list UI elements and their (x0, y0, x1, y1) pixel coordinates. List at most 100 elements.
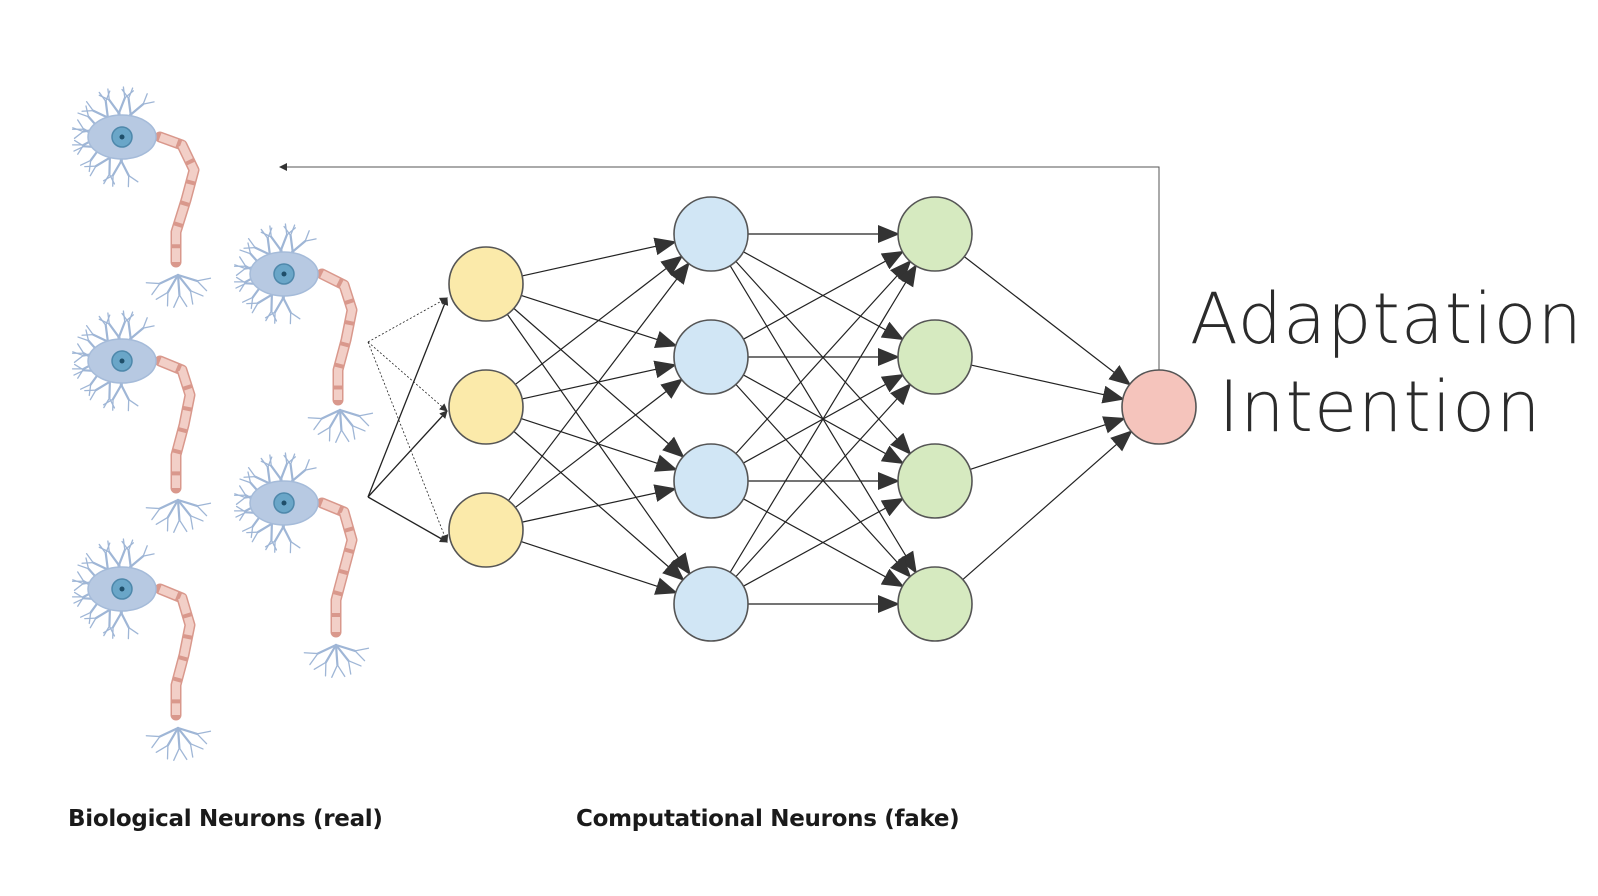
dendrite (336, 664, 346, 678)
dendrite (77, 336, 90, 342)
dendrite (196, 505, 208, 517)
dendrite (120, 159, 130, 177)
dendrite (282, 525, 292, 543)
axon-myelin (158, 133, 199, 262)
dendrite (124, 542, 134, 551)
dendrite (338, 408, 354, 427)
dendrite (142, 545, 148, 557)
dendrite (270, 235, 283, 252)
dendrite (107, 540, 110, 553)
node-layer0-0 (448, 246, 524, 322)
dendrite (290, 311, 301, 320)
dendrite (289, 224, 296, 237)
dendrite (354, 647, 370, 652)
edge-l2-1-0 (970, 364, 1125, 404)
dendrite (291, 240, 307, 253)
dendrite (331, 664, 339, 678)
node-layer0-1 (448, 369, 524, 445)
dendrite (273, 296, 285, 314)
dendrite (334, 643, 339, 667)
dendrite (77, 596, 85, 607)
dendrite (309, 652, 319, 666)
dendrite (158, 273, 180, 285)
feedback-loop (279, 163, 1160, 370)
dendrite (189, 743, 194, 758)
dendrite (334, 643, 350, 662)
dendrite (176, 498, 192, 517)
dendrite (127, 87, 134, 100)
dendrite (151, 282, 161, 296)
dendrite (107, 88, 110, 101)
dendrite (358, 415, 370, 427)
edge-l2-2-0 (969, 416, 1126, 470)
dendrite (176, 498, 199, 508)
dendrite (80, 611, 92, 618)
dendrite (324, 643, 338, 664)
dendrite (178, 519, 188, 533)
dendrite (239, 478, 252, 484)
dendrite (77, 144, 85, 155)
biological-neuron-4 (71, 538, 212, 761)
dendrite (264, 540, 276, 548)
node-layer3-0 (1121, 369, 1197, 445)
dendrite (102, 626, 114, 634)
dendrite (111, 383, 123, 401)
dendrite (270, 539, 278, 551)
dendrite (335, 429, 343, 443)
dendrite (89, 389, 97, 401)
node-layer1-1 (673, 319, 749, 395)
dendrite (196, 277, 212, 282)
dendrite (320, 408, 342, 420)
input-arrow-1-2 (367, 496, 448, 543)
biological-neuron-3 (233, 452, 370, 678)
edge-l1-2-0 (735, 259, 912, 454)
dendrite (145, 507, 161, 510)
dendrite (155, 744, 169, 753)
dendrite (155, 516, 169, 525)
dendrite (242, 296, 254, 303)
dendrite (266, 466, 271, 485)
dendrite (80, 383, 92, 390)
dendrite (273, 525, 285, 543)
input-arrow-0-2 (367, 341, 449, 543)
dendrite (307, 417, 323, 420)
dendrite (328, 408, 342, 429)
dendrite (89, 165, 97, 177)
dendrite (151, 735, 161, 749)
dendrite (239, 510, 247, 521)
dendrite (247, 466, 256, 478)
dendrite (289, 453, 296, 466)
dendrite (121, 88, 130, 100)
dendrite (105, 314, 111, 327)
dendrite (316, 643, 338, 655)
dendrite (105, 90, 111, 103)
dendrite (178, 294, 188, 308)
dendrite (313, 417, 323, 431)
neuron-nucleolus (281, 500, 287, 506)
dendrite (104, 100, 109, 119)
axon-myelin (158, 357, 195, 488)
dendrite (247, 242, 252, 255)
dendrite (117, 96, 126, 115)
dendrite (121, 540, 130, 552)
dendrite (239, 281, 247, 292)
axon-myelin (320, 499, 357, 632)
dendrite (196, 733, 208, 745)
dendrite (92, 561, 109, 571)
output-label-adaptation: Adaptation (1190, 278, 1583, 360)
dendrite (189, 290, 194, 305)
dendrite (304, 230, 310, 242)
dendrite (239, 249, 252, 255)
input-arrow-0-0 (367, 297, 448, 343)
dendrite (286, 227, 296, 236)
dendrite (254, 246, 271, 256)
dendrite (270, 310, 278, 322)
dendrite (338, 408, 343, 432)
dendrite (338, 408, 361, 418)
dendrite (176, 273, 199, 283)
edge-l0-2-3 (520, 540, 678, 595)
dendrite (166, 498, 180, 519)
dendrite (127, 539, 134, 552)
output-label-intention: Intention (1218, 366, 1542, 448)
